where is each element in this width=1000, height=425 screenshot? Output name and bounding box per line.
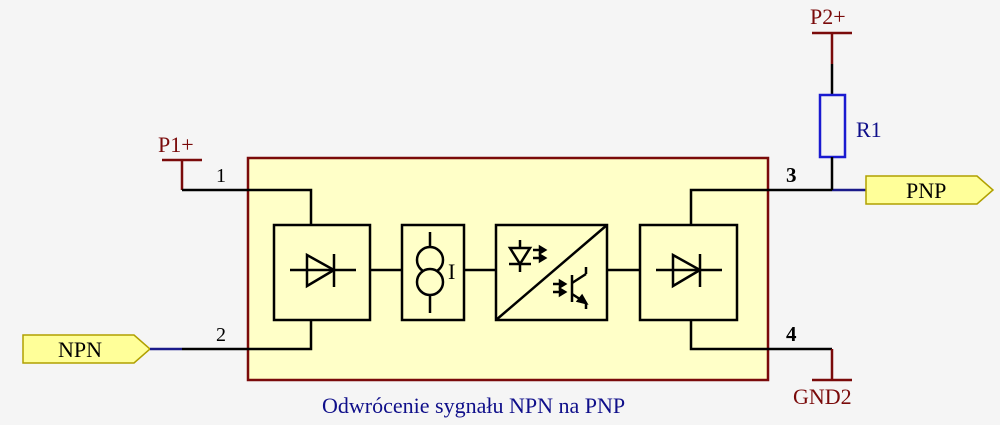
pin-2-number: 2	[216, 324, 226, 346]
pin-4-number: 4	[786, 322, 797, 346]
ground-gnd2-symbol	[812, 349, 852, 382]
npn-port-label: NPN	[58, 337, 102, 362]
pin-3-number: 3	[786, 163, 797, 187]
current-source-label: I	[448, 259, 455, 284]
pnp-port[interactable]	[865, 175, 995, 205]
internal-wiring-input	[248, 188, 768, 351]
npn-port[interactable]	[22, 334, 152, 364]
output-rectifier-block	[638, 223, 739, 322]
current-source-block	[400, 223, 466, 322]
power-p2-symbol	[812, 31, 852, 64]
input-rectifier-block	[272, 223, 372, 322]
pnp-port-label: PNP	[906, 178, 946, 203]
pin-1-number: 1	[216, 165, 226, 187]
power-p2-label: P2+	[810, 4, 846, 29]
power-p1-label: P1+	[158, 132, 194, 157]
optocoupler-block	[494, 223, 609, 322]
resistor-r1-label: R1	[856, 117, 882, 142]
ground-gnd2-label: GND2	[793, 384, 852, 409]
diagram-caption: Odwrócenie sygnału NPN na PNP	[322, 393, 625, 418]
power-p1-symbol	[162, 158, 202, 190]
resistor-r1	[818, 93, 847, 159]
